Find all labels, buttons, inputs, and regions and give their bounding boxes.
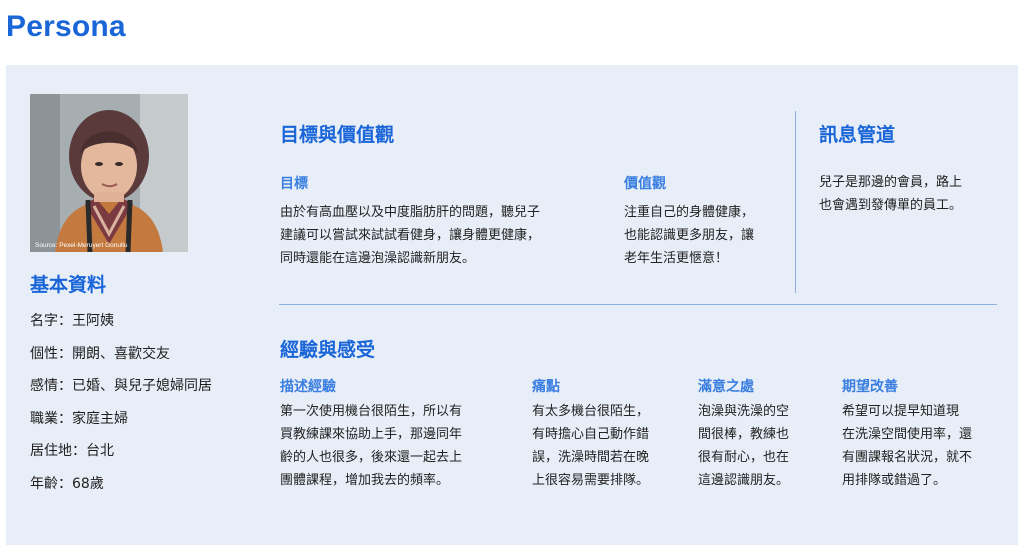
improvement-label: 期望改善 xyxy=(842,379,898,395)
improve-line: 用排隊或錯過了。 xyxy=(842,473,947,488)
basic-info-heading: 基本資料 xyxy=(30,274,107,296)
pain-points-label: 痛點 xyxy=(532,379,560,395)
pain-line: 有太多機台很陌生， xyxy=(532,404,650,419)
describe-line: 買教練課來協助上手，那邊同年 xyxy=(280,427,463,442)
section-divider-horizontal xyxy=(279,304,997,305)
pain-line: 誤，洗澡時間若在晚 xyxy=(532,450,650,465)
goal-line: 建議可以嘗試來試試看健身，讓身體更健康， xyxy=(280,228,541,243)
improve-line: 有團課報名狀況，就不 xyxy=(842,450,973,465)
improve-line: 在洗澡空間使用率，還 xyxy=(842,427,973,442)
basic-info-list: 名字：王阿姨 個性：開朗、喜歡交友 感情：已婚、與兒子媳婦同居 職業：家庭主婦 … xyxy=(30,311,212,507)
goal-line: 同時還能在這邊泡澡認識新朋友。 xyxy=(280,251,476,266)
pain-line: 有時擔心自己動作錯 xyxy=(532,427,650,442)
values-line: 注重自己的身體健康， xyxy=(624,205,755,220)
values-line: 也能認識更多朋友，讓 xyxy=(624,228,755,243)
persona-photo-illustration xyxy=(30,94,188,252)
basic-info-age: 年齡：68歲 xyxy=(30,475,104,492)
values-text: 注重自己的身體健康， 也能認識更多朋友，讓 老年生活更愜意！ xyxy=(624,201,754,270)
pain-line: 上很容易需要排隊。 xyxy=(532,473,650,488)
experience-heading: 經驗與感受 xyxy=(280,339,376,361)
basic-info-name: 名字：王阿姨 xyxy=(30,313,114,329)
goal-label: 目標 xyxy=(280,176,308,192)
channels-heading: 訊息管道 xyxy=(819,124,896,146)
satisfied-line: 這邊認識朋友。 xyxy=(698,473,790,488)
improvement-text: 希望可以提早知道現 在洗澡空間使用率，還 有團課報名狀況，就不 用排隊或錯過了。 xyxy=(842,400,972,492)
satisfied-line: 很有耐心，也在 xyxy=(698,450,790,465)
goals-values-heading: 目標與價值觀 xyxy=(280,124,395,146)
values-line: 老年生活更愜意！ xyxy=(624,251,729,266)
pain-points-text: 有太多機台很陌生， 有時擔心自己動作錯 誤，洗澡時間若在晚 上很容易需要排隊。 xyxy=(532,400,649,492)
improve-line: 希望可以提早知道現 xyxy=(842,404,960,419)
persona-photo: Source: Pexel-Meruyert Gonullu xyxy=(30,94,188,252)
persona-panel: Source: Pexel-Meruyert Gonullu 基本資料 名字：王… xyxy=(6,65,1018,545)
goal-line: 由於有高血壓以及中度脂肪肝的問題，聽兒子 xyxy=(280,205,541,220)
values-label: 價值觀 xyxy=(624,176,666,192)
describe-line: 第一次使用機台很陌生，所以有 xyxy=(280,404,463,419)
satisfied-line: 泡澡與洗澡的空 xyxy=(698,404,790,419)
channels-text: 兒子是那邊的會員，路上 也會遇到發傳單的員工。 xyxy=(819,171,962,217)
basic-info-personality: 個性：開朗、喜歡交友 xyxy=(30,345,170,362)
describe-line: 團體課程，增加我去的頻率。 xyxy=(280,473,450,488)
goal-text: 由於有高血壓以及中度脂肪肝的問題，聽兒子 建議可以嘗試來試試看健身，讓身體更健康… xyxy=(280,201,540,270)
satisfaction-text: 泡澡與洗澡的空 間很棒，教練也 很有耐心，也在 這邊認識朋友。 xyxy=(698,400,789,492)
basic-info-relationship: 感情：已婚、與兒子媳婦同居 xyxy=(30,378,212,395)
describe-line: 齡的人也很多，後來還一起去上 xyxy=(280,450,463,465)
satisfied-line: 間很棒，教練也 xyxy=(698,427,790,442)
basic-info-residence: 居住地：台北 xyxy=(30,443,114,460)
page-title: Persona xyxy=(6,10,126,43)
describe-experience-text: 第一次使用機台很陌生，所以有 買教練課來協助上手，那邊同年 齡的人也很多，後來還… xyxy=(280,400,462,492)
channels-line: 也會遇到發傳單的員工。 xyxy=(819,198,963,213)
basic-info-occupation: 職業：家庭主婦 xyxy=(30,410,128,427)
photo-credit: Source: Pexel-Meruyert Gonullu xyxy=(35,242,128,249)
describe-experience-label: 描述經驗 xyxy=(280,379,336,395)
section-divider-vertical xyxy=(795,111,796,293)
satisfaction-label: 滿意之處 xyxy=(698,379,754,395)
channels-line: 兒子是那邊的會員，路上 xyxy=(819,175,963,190)
